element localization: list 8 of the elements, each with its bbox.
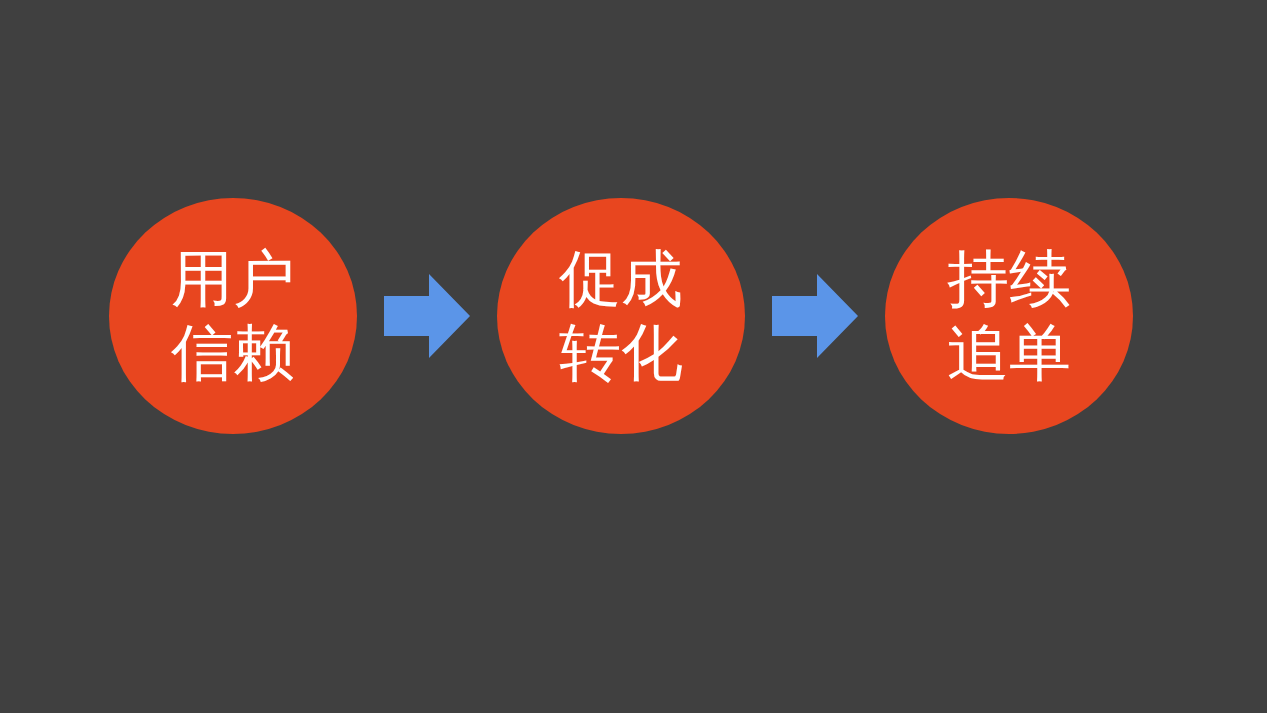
block-arrow (772, 274, 858, 358)
circle-node (109, 198, 357, 434)
circle-node (885, 198, 1133, 434)
circle-node (497, 198, 745, 434)
node-label: 用户信赖 (171, 241, 295, 391)
node-label: 促成转化 (559, 241, 683, 391)
block-arrow (384, 274, 470, 358)
node-label: 持续追单 (947, 241, 1071, 391)
